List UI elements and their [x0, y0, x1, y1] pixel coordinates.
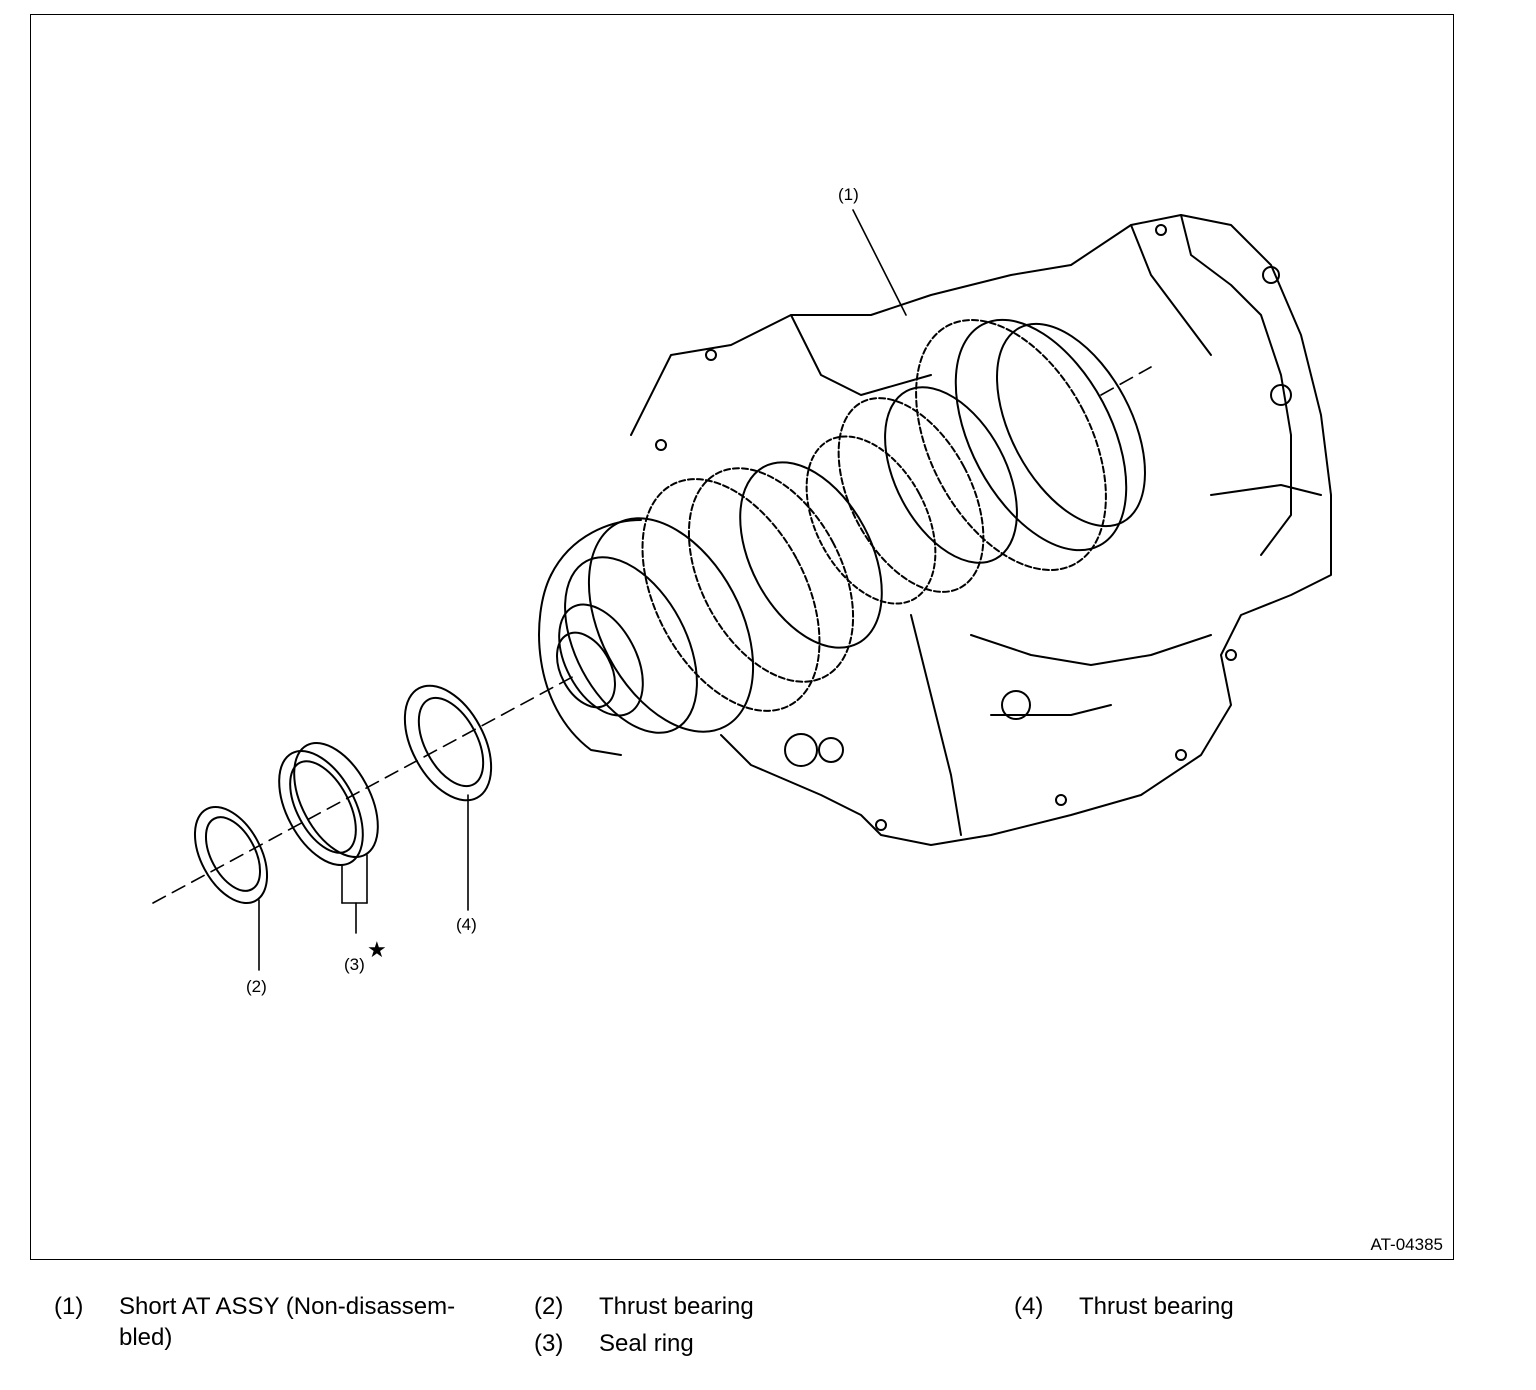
callout-4: (4) — [456, 915, 477, 934]
legend-num-2: (2) — [534, 1293, 564, 1320]
clutch-pack — [538, 318, 1146, 756]
callout-1: (1) — [838, 185, 859, 204]
thrust-bearing-4 — [403, 684, 493, 802]
legend-num-1: (1) — [54, 1293, 84, 1320]
seal-ring-3 — [278, 741, 379, 867]
legend-name-3: Seal ring — [599, 1330, 694, 1357]
legend-name-2: Thrust bearing — [599, 1293, 754, 1320]
legend-num-4: (4) — [1014, 1293, 1044, 1320]
exploded-view-drawing — [152, 209, 1332, 971]
legend-name-1-line2: bled) — [119, 1324, 173, 1351]
center-axis-line — [152, 674, 577, 904]
thrust-bearing-2 — [193, 805, 269, 905]
legend-num-3: (3) — [534, 1330, 564, 1357]
figure-code: AT-04385 — [1370, 1235, 1443, 1254]
diagram-frame: (1) (2) (3) ★ (4) AT-04385 — [30, 14, 1454, 1260]
star-icon: ★ — [367, 937, 387, 962]
legend-name-1-line1: Short AT ASSY (Non-disassem- — [119, 1293, 456, 1320]
transmission-case — [630, 214, 1332, 846]
leader-lines — [258, 209, 907, 971]
callout-2: (2) — [246, 977, 267, 996]
callout-3: (3) — [344, 955, 365, 974]
center-axis-line-rear — [1100, 366, 1152, 396]
legend: (1) Short AT ASSY (Non-disassem- bled) (… — [0, 1292, 1536, 1382]
legend-name-4: Thrust bearing — [1079, 1293, 1234, 1320]
